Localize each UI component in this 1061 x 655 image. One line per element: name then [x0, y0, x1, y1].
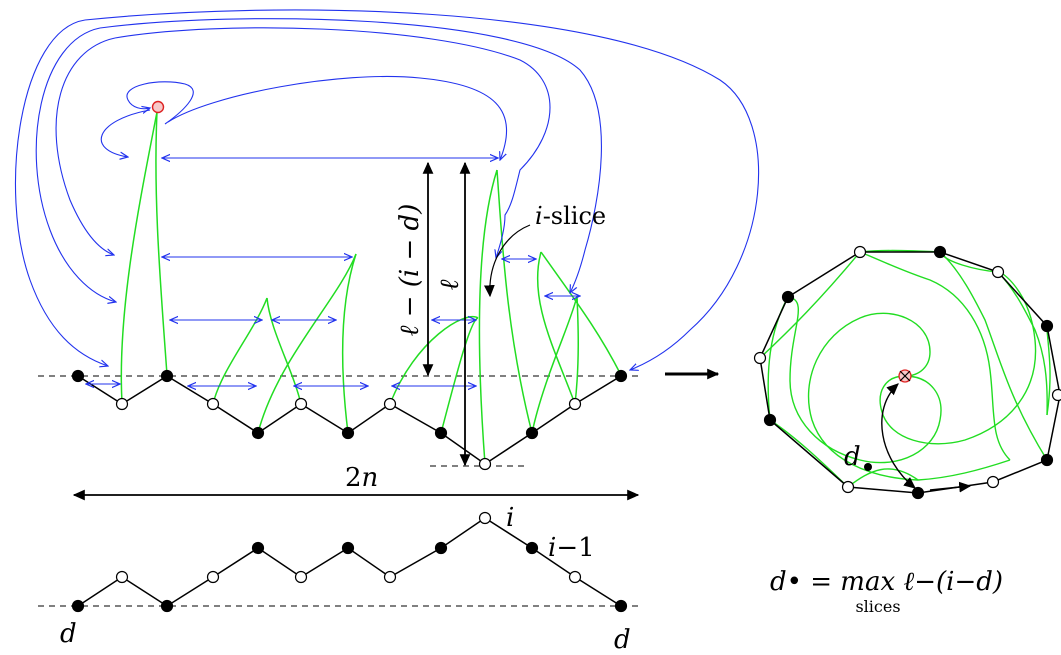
top-vertices: [73, 371, 627, 470]
label-2n: 2n: [345, 463, 378, 493]
vertex-white: [480, 513, 491, 524]
vertex-black: [765, 415, 776, 426]
vertex-black: [162, 601, 173, 612]
vertex-black: [527, 428, 538, 439]
vertex-white: [570, 572, 581, 583]
dyck-path-bottom: [78, 518, 621, 606]
vertex-white: [117, 572, 128, 583]
label-ell: ℓ: [435, 279, 465, 290]
vertex-black: [253, 543, 264, 554]
d-bullet-arrow: [882, 384, 915, 488]
bottom-path-panel: i i−1 d d: [38, 503, 640, 650]
polygon-panel: d d• = max ℓ−(i−d) slices: [755, 247, 1061, 617]
top-path-panel: ℓ − (i − d) ℓ i-slice 2n: [15, 10, 758, 495]
vertex-white: [843, 482, 854, 493]
vertex-black: [436, 428, 447, 439]
vertex-black: [1042, 455, 1053, 466]
label-i-minus-1: i−1: [548, 533, 595, 563]
vertex-white: [988, 477, 999, 488]
vertex-white: [385, 572, 396, 583]
dyck-path-top: [78, 376, 621, 464]
vertex-black: [73, 601, 84, 612]
vertex-black: [73, 371, 84, 382]
bottom-vertices: [73, 513, 627, 612]
vertex-black: [343, 543, 354, 554]
vertex-white: [755, 353, 766, 364]
vertex-white: [117, 399, 128, 410]
vertex-white: [993, 267, 1004, 278]
label-ell-minus: ℓ − (i − d): [395, 204, 425, 337]
vertex-black: [527, 543, 538, 554]
vertex-white: [208, 399, 219, 410]
vertex-black: [162, 371, 173, 382]
bullet-dot: [864, 463, 872, 471]
pointed-vertex-icon: [899, 370, 911, 382]
label-i: i: [506, 503, 514, 533]
root-vertex-icon: [153, 102, 164, 113]
vertex-white: [296, 572, 307, 583]
label-d-left: d: [60, 619, 77, 649]
green-slice-edges: [121, 112, 621, 464]
i-slice-pointer: [490, 225, 530, 296]
label-i-slice: i-slice: [535, 202, 606, 230]
vertex-white: [855, 247, 866, 258]
vertex-black: [935, 247, 946, 258]
vertex-white: [570, 399, 581, 410]
vertex-black: [436, 543, 447, 554]
formula-sub: slices: [855, 597, 900, 616]
label-d-right: d: [614, 625, 631, 650]
green-spiral-edges: [760, 251, 1050, 488]
edge-direction-arrow: [930, 486, 970, 490]
vertex-black: [343, 428, 354, 439]
vertex-white: [1053, 390, 1061, 401]
vertex-black: [913, 488, 924, 499]
label-d-bullet: d: [844, 442, 861, 472]
vertex-white: [296, 399, 307, 410]
vertex-white: [385, 399, 396, 410]
vertex-black: [616, 601, 627, 612]
formula-main: d• = max ℓ−(i−d): [770, 567, 1003, 597]
vertex-black: [253, 428, 264, 439]
vertex-black: [616, 371, 627, 382]
blue-wrap-arrows: [15, 10, 758, 370]
vertex-black: [783, 292, 794, 303]
vertex-white: [480, 459, 491, 470]
vertex-white: [208, 572, 219, 583]
vertex-black: [1042, 321, 1053, 332]
